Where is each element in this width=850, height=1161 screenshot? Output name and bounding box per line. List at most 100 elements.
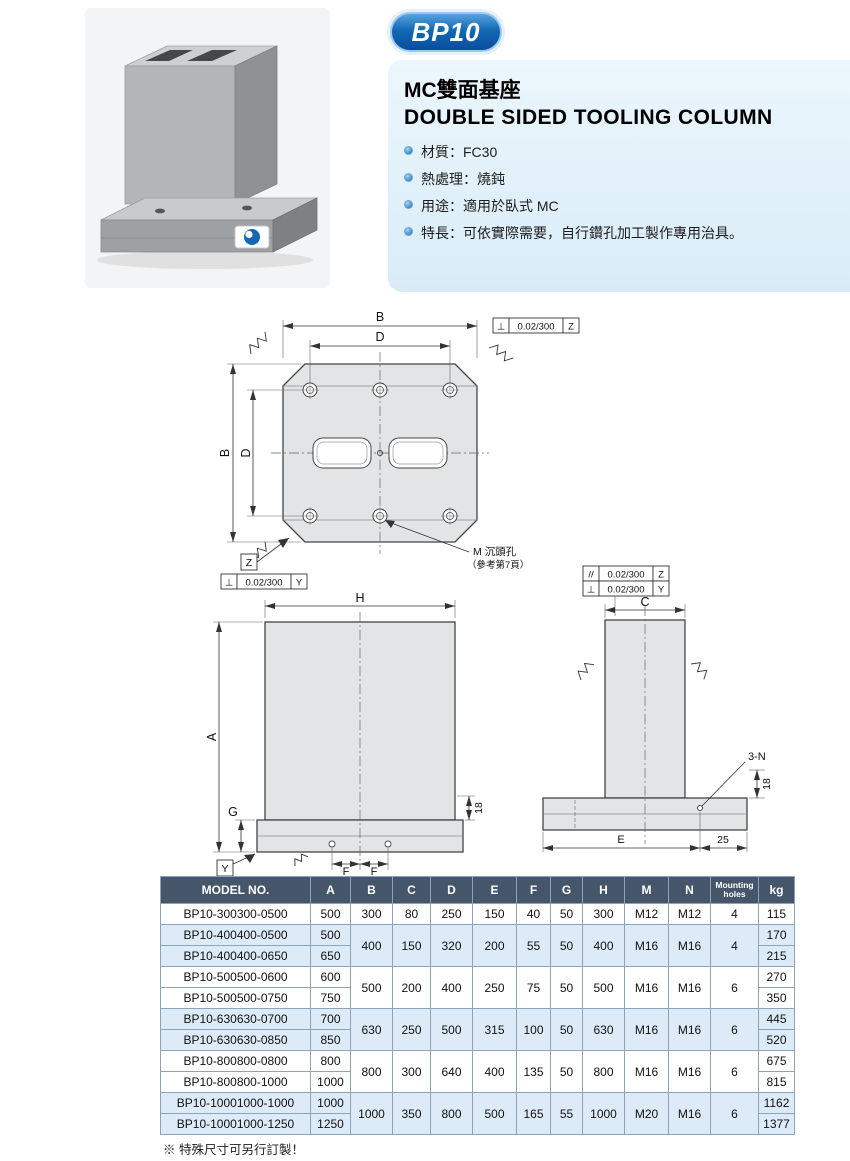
dim-label-18: 18 (761, 778, 773, 790)
tolerance-value: 0.02/300 (518, 322, 555, 333)
cell-model: BP10-630630-0850 (160, 1029, 311, 1051)
cell-m: M16 (624, 966, 669, 1009)
bullet-icon (404, 227, 413, 236)
cell-holes: 6 (710, 1092, 759, 1135)
cell-m: M12 (624, 903, 669, 925)
counterbore-hole (371, 507, 389, 525)
table-row: BP10-500500-0600 600 500 200 400 250 75 … (160, 966, 795, 1009)
cell-h: 630 (582, 1008, 625, 1051)
cell-h: 300 (582, 903, 625, 925)
cell-holes: 6 (710, 1050, 759, 1093)
cell-h: 500 (582, 966, 625, 1009)
counterbore-hole (301, 507, 319, 525)
spec-table: MODEL NO. A B C D E F G H M N Mounting h… (160, 876, 795, 1135)
surface-finish-icon (577, 662, 594, 681)
brand-logo (234, 225, 270, 249)
cell-f: 55 (516, 924, 551, 967)
bullet-icon (404, 173, 413, 182)
cell-n: M12 (668, 903, 711, 925)
datum-label: Z (246, 557, 253, 569)
cell-c: 200 (392, 966, 431, 1009)
surface-finish-icon (488, 344, 514, 362)
dim-label-g: G (228, 805, 238, 819)
dim-label-h: H (355, 592, 364, 605)
cell-e: 500 (472, 1092, 517, 1135)
cell-model: BP10-500500-0600 (160, 966, 311, 988)
col-header-mounting-holes: Mounting holes (710, 876, 759, 904)
cell-a: 500 (310, 903, 351, 925)
cell-d: 320 (430, 924, 473, 967)
cell-e: 200 (472, 924, 517, 967)
cell-kg: 520 (758, 1029, 795, 1051)
dim-label-c: C (640, 595, 649, 609)
cell-e: 150 (472, 903, 517, 925)
column-front-face (124, 65, 236, 205)
cell-kg: 1162 (758, 1092, 795, 1114)
cell-kg: 675 (758, 1050, 795, 1072)
cell-m: M16 (624, 1008, 669, 1051)
counterbore-callout: M 沉頭孔 （參考第7頁） (385, 520, 529, 571)
cell-holes: 6 (710, 1008, 759, 1051)
tolerance-datum: Z (568, 322, 574, 333)
tolerance-value: 0.02/300 (246, 578, 283, 589)
cell-c: 150 (392, 924, 431, 967)
dim-label-f-left: F (343, 866, 350, 876)
column-pocket (187, 50, 237, 61)
col-header-e: E (472, 876, 517, 904)
base-hole (384, 840, 392, 848)
cell-g: 50 (550, 966, 583, 1009)
cell-model: BP10-500500-0750 (160, 987, 311, 1009)
tolerance-datum: Z (658, 570, 664, 581)
tolerance-frame-top: ⊥ 0.02/300 Z (492, 317, 580, 334)
cell-a: 850 (310, 1029, 351, 1051)
cell-c: 80 (392, 903, 431, 925)
col-header-d: D (430, 876, 473, 904)
tolerance-frame-bottom: ⊥ 0.02/300 Y (220, 573, 308, 590)
cell-g: 50 (550, 924, 583, 967)
col-header-a: A (310, 876, 351, 904)
cell-model: BP10-400400-0500 (160, 924, 311, 946)
tolerance-frame-perpendicular: ⊥ 0.02/300 Y (582, 580, 670, 597)
dimension-a: A (205, 621, 263, 853)
cell-h: 400 (582, 924, 625, 967)
cell-d: 640 (430, 1050, 473, 1093)
cell-e: 315 (472, 1008, 517, 1051)
cell-f: 75 (516, 966, 551, 1009)
cell-b: 630 (350, 1008, 393, 1051)
spec-item: 材質：FC30 (404, 142, 850, 162)
cell-n: M16 (668, 1008, 711, 1051)
table-row: BP10-10001000-1000 1000 1000 350 800 500… (160, 1092, 795, 1135)
cell-kg: 170 (758, 924, 795, 946)
cell-holes: 4 (710, 903, 759, 925)
cell-g: 55 (550, 1092, 583, 1135)
cell-d: 250 (430, 903, 473, 925)
dim-label-b-top: B (376, 310, 384, 324)
cell-m: M16 (624, 924, 669, 967)
table-row: BP10-630630-0700 700 630 250 500 315 100… (160, 1008, 795, 1051)
base-side-face (272, 197, 318, 253)
dim-label-d-top: D (375, 330, 384, 344)
spec-list: 材質：FC30 熱處理：燒鈍 用途：適用於臥式 MC 特長：可依實際需要，自行鑽… (404, 142, 850, 243)
dim-label-e: E (617, 834, 624, 846)
spec-text: 用途：適用於臥式 MC (421, 198, 559, 214)
base-hole (328, 840, 336, 848)
dim-label-25: 25 (717, 834, 729, 846)
tooling-slot (312, 437, 372, 469)
cell-f: 40 (516, 903, 551, 925)
cell-model: BP10-800800-0800 (160, 1050, 311, 1072)
counterbore-hole (301, 381, 319, 399)
dim-label-18: 18 (473, 802, 485, 814)
cell-n: M16 (668, 924, 711, 967)
counterbore-hole (441, 507, 459, 525)
datum-z: Z (240, 537, 290, 571)
surface-finish-icon (249, 331, 267, 355)
cell-kg: 815 (758, 1071, 795, 1093)
col-header-n: N (668, 876, 711, 904)
cell-kg: 350 (758, 987, 795, 1009)
dimension-f: F F (331, 848, 389, 876)
dimension-c: C (604, 595, 686, 618)
cell-d: 800 (430, 1092, 473, 1135)
cell-h: 800 (582, 1050, 625, 1093)
dim-label-b-left: B (218, 449, 232, 457)
spec-item: 特長：可依實際需要，自行鑽孔加工製作專用治具。 (404, 223, 850, 243)
